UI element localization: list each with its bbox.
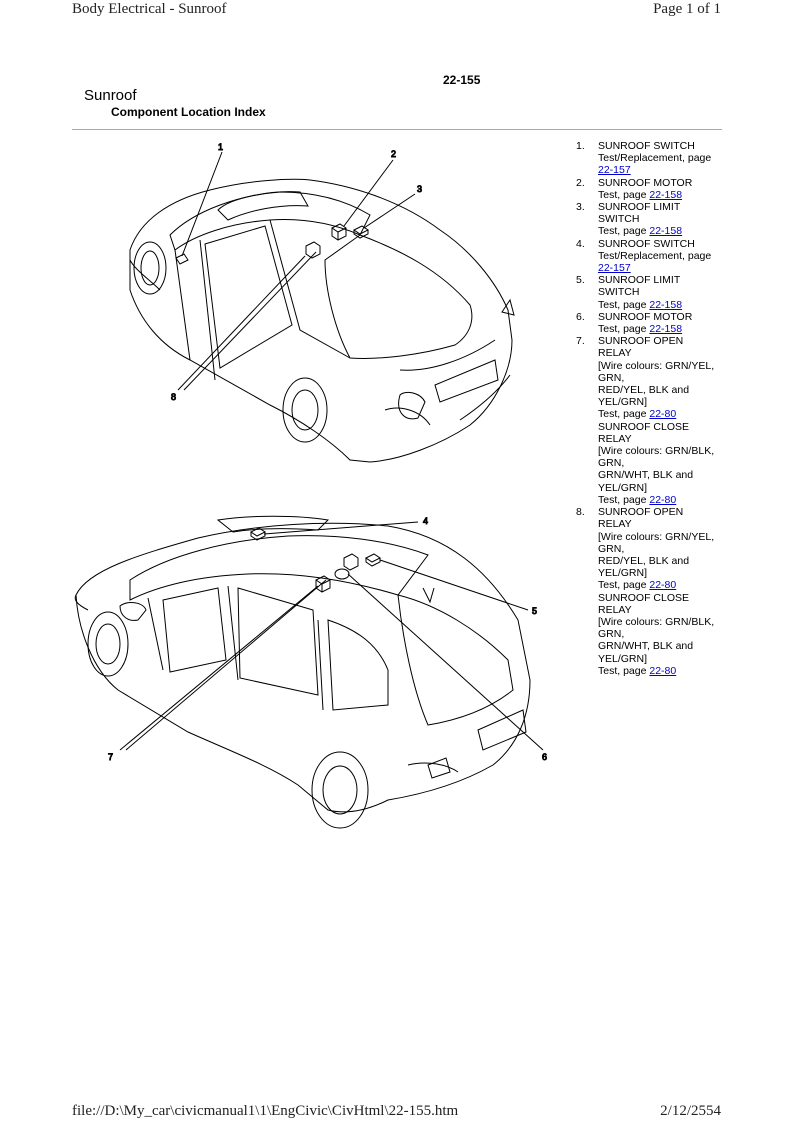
legend-text: SUNROOF SWITCH [598,140,695,152]
legend-item-6: 6. SUNROOF MOTOR Test, page 22-158 [576,311,726,335]
legend-text: Test, page [598,493,650,506]
legend-text: SUNROOF LIMIT [598,201,681,214]
leader-lines-top [177,151,416,391]
legend-text: GRN, [598,457,625,470]
component-marker-8 [305,241,321,259]
page-link-22-80[interactable]: 22-80 [649,408,677,421]
callout-4: 4 [423,516,428,526]
component-marker-4 [250,527,266,541]
legend-text: YEL/GRN] [598,652,648,665]
legend-text: Test, page [598,408,650,421]
legend-number: 8. [576,506,585,519]
legend-text: SWITCH [598,286,640,299]
page-link-22-80[interactable]: 22-80 [649,493,677,506]
callout-8: 8 [171,392,176,402]
legend-text: GRN, [598,628,625,641]
legend-text: RELAY [598,347,632,360]
section-title: Sunroof [84,87,137,104]
legend-text: RELAY [598,432,632,445]
sedan-component-diagram: 1 2 3 8 [129,142,515,463]
print-header-title: Body Electrical - Sunroof [72,1,227,17]
legend-text: SUNROOF LIMIT [598,274,681,287]
legend-number: 4. [576,237,585,250]
component-marker-2 [331,223,347,241]
legend-number: 7. [576,335,585,348]
print-footer-path: file://D:\My_car\civicmanual1\1\EngCivic… [72,1103,459,1119]
legend-text: Test, page [598,664,650,677]
callout-5: 5 [532,606,537,616]
legend-number: 3. [576,201,585,214]
legend-text: SUNROOF MOTOR [598,176,693,189]
page-link-22-158[interactable]: 22-158 [649,188,683,201]
section-subtitle: Component Location Index [111,105,266,119]
page-link-22-158[interactable]: 22-158 [649,298,683,311]
legend-text: Test, page [598,579,650,592]
legend-text: [Wire colours: GRN/BLK, [598,445,715,458]
legend-text: RED/YEL, BLK and [598,384,690,397]
legend-text: SWITCH [598,213,640,226]
legend-text: Test, page [598,225,650,238]
legend-text: GRN, [598,371,625,384]
legend-text: RED/YEL, BLK and [598,554,690,567]
legend-text: GRN, [598,542,625,555]
legend-text: Test, page [598,188,650,201]
legend-item-5: 5. SUNROOF LIMIT SWITCH Test, page 22-15… [576,274,726,311]
component-marker-5 [365,553,381,567]
legend-text: Test, page [598,323,650,336]
callout-1: 1 [218,142,223,152]
legend-text: Test/Replacement, page [598,152,712,165]
page-link-22-158[interactable]: 22-158 [649,225,683,238]
legend-text: [Wire colours: GRN/YEL, [598,359,715,372]
manual-page-number: 22-155 [443,73,481,87]
legend-text: Test, page [598,298,650,311]
legend-text: GRN/WHT, BLK and [598,640,694,653]
hatchback-component-diagram: 4 5 6 7 [74,515,548,829]
legend-text: SUNROOF MOTOR [598,310,693,323]
header-divider [72,129,722,130]
page-link-22-157[interactable]: 22-157 [598,164,631,177]
legend-number: 1. [576,140,585,152]
callout-2: 2 [391,149,396,159]
legend-item-2: 2. SUNROOF MOTOR Test, page 22-158 [576,177,726,201]
legend-text: SUNROOF SWITCH [598,237,695,250]
legend-text: [Wire colours: GRN/YEL, [598,530,715,543]
page-link-22-158[interactable]: 22-158 [649,323,683,336]
callout-7: 7 [108,752,113,762]
print-header-page-info: Page 1 of 1 [653,1,721,17]
component-marker-3 [353,225,369,239]
legend-text: GRN/WHT, BLK and [598,469,694,482]
legend-number: 5. [576,274,585,287]
component-marker-1 [175,253,189,265]
legend-item-7: 7. SUNROOF OPEN RELAY [Wire colours: GRN… [576,335,726,506]
hatchback-body-outline [74,515,531,829]
legend-text: YEL/GRN] [598,396,648,409]
leader-lines-bottom [119,521,544,751]
sedan-body-outline [129,178,515,463]
legend-text: YEL/GRN] [598,481,648,494]
legend-number: 2. [576,176,585,189]
legend-item-8: 8. SUNROOF OPEN RELAY [Wire colours: GRN… [576,506,726,677]
page-link-22-157[interactable]: 22-157 [598,262,631,275]
legend-text: YEL/GRN] [598,567,648,580]
callout-6: 6 [542,752,547,762]
legend-text: RELAY [598,603,632,616]
callout-3: 3 [417,184,422,194]
legend-text: SUNROOF OPEN [598,506,684,519]
legend-item-4: 4. SUNROOF SWITCH Test/Replacement, page… [576,238,726,275]
legend-text: SUNROOF CLOSE [598,591,690,604]
page-link-22-80[interactable]: 22-80 [649,579,677,592]
legend-text: RELAY [598,518,632,531]
print-footer-date: 2/12/2554 [660,1103,721,1119]
legend-text: SUNROOF CLOSE [598,420,690,433]
legend-item-3: 3. SUNROOF LIMIT SWITCH Test, page 22-15… [576,201,726,238]
component-marker-6 [334,553,359,580]
component-legend: 1. SUNROOF SWITCH Test/Replacement, page… [576,140,726,677]
legend-text: SUNROOF OPEN [598,335,684,348]
page-link-22-80[interactable]: 22-80 [649,664,677,677]
legend-text: [Wire colours: GRN/BLK, [598,615,715,628]
legend-item-1: 1. SUNROOF SWITCH Test/Replacement, page… [576,140,726,177]
legend-number: 6. [576,310,585,323]
legend-text: Test/Replacement, page [598,249,712,262]
